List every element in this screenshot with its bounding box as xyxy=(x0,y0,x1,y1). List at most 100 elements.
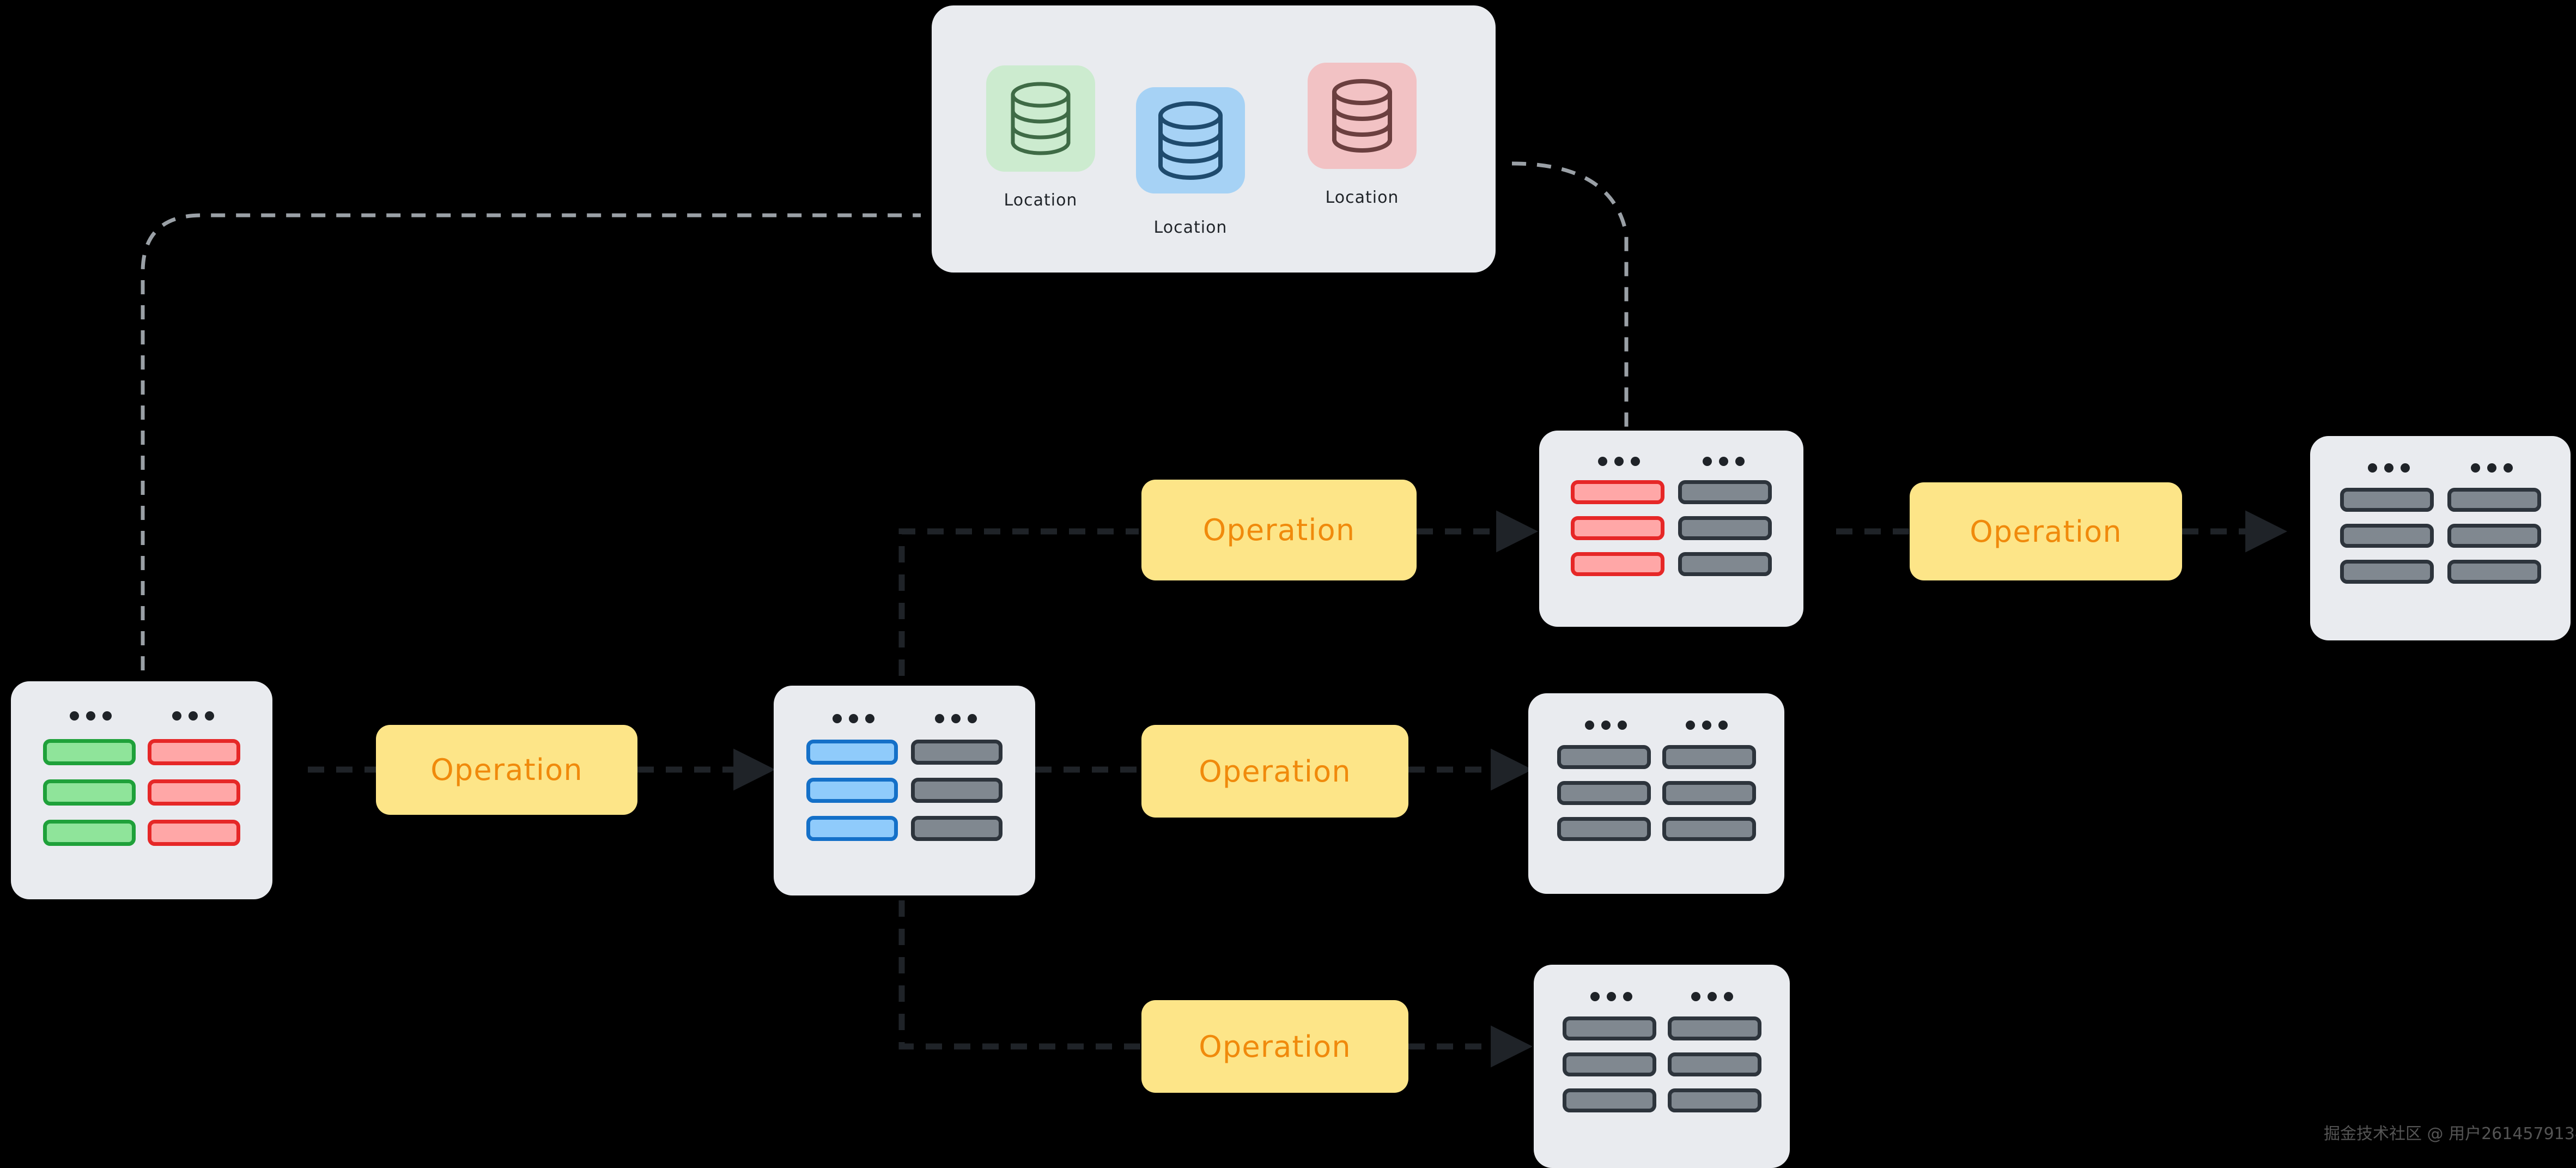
table-row[interactable] xyxy=(1562,1016,1656,1040)
database-blue-icon[interactable] xyxy=(1136,87,1245,193)
table-row[interactable] xyxy=(43,779,136,806)
table-row[interactable] xyxy=(2340,524,2434,548)
column-blue xyxy=(806,740,898,841)
column-ellipsis-icon xyxy=(1691,992,1733,1001)
column-gray xyxy=(1562,1016,1656,1112)
table-body xyxy=(1534,1001,1790,1112)
table-row[interactable] xyxy=(806,778,898,803)
table-body xyxy=(11,721,272,846)
column-header-row xyxy=(774,714,1035,723)
column-gray xyxy=(2447,488,2541,584)
operation-box-4[interactable]: Operation xyxy=(1141,1000,1408,1093)
database-pink-icon[interactable] xyxy=(1308,63,1417,169)
column-gray xyxy=(1678,480,1772,576)
operation-label: Operation xyxy=(1199,1029,1351,1064)
database-green-icon[interactable] xyxy=(986,65,1095,172)
table-row[interactable] xyxy=(1667,1088,1761,1112)
table-row[interactable] xyxy=(911,740,1003,765)
column-ellipsis-icon xyxy=(2471,463,2513,473)
column-ellipsis-icon xyxy=(1686,721,1728,730)
column-ellipsis-icon xyxy=(1703,457,1745,466)
column-ellipsis-icon xyxy=(69,711,112,721)
table-row[interactable] xyxy=(148,820,240,846)
column-ellipsis-icon xyxy=(2368,463,2410,473)
table-row[interactable] xyxy=(2340,488,2434,512)
database-pink-label: Location xyxy=(1325,188,1399,207)
table-row[interactable] xyxy=(1662,817,1756,841)
column-green xyxy=(43,739,136,846)
table-row[interactable] xyxy=(911,778,1003,803)
column-gray xyxy=(1662,745,1756,841)
column-header-row xyxy=(1539,457,1803,466)
column-header-row xyxy=(2310,463,2571,473)
table-row[interactable] xyxy=(148,739,240,765)
table-row[interactable] xyxy=(1557,817,1651,841)
table-row[interactable] xyxy=(1667,1052,1761,1076)
column-gray xyxy=(1667,1016,1761,1112)
table-row[interactable] xyxy=(1662,781,1756,805)
source-table-node[interactable] xyxy=(11,681,272,899)
table-row[interactable] xyxy=(1557,781,1651,805)
column-ellipsis-icon xyxy=(934,714,977,723)
table-row[interactable] xyxy=(1557,745,1651,769)
column-gray xyxy=(2340,488,2434,584)
table-row[interactable] xyxy=(1662,745,1756,769)
table-row[interactable] xyxy=(43,739,136,765)
table-row[interactable] xyxy=(1678,516,1772,540)
table-row[interactable] xyxy=(1678,480,1772,504)
table-body xyxy=(774,723,1035,841)
table-row[interactable] xyxy=(806,740,898,765)
table-row[interactable] xyxy=(1562,1088,1656,1112)
table-row[interactable] xyxy=(2447,560,2541,584)
table-body xyxy=(1528,730,1784,841)
table-row[interactable] xyxy=(1667,1016,1761,1040)
operation-box-2[interactable]: Operation xyxy=(1141,480,1417,580)
column-header-row xyxy=(11,711,272,721)
table-row[interactable] xyxy=(43,820,136,846)
table-row[interactable] xyxy=(1571,480,1665,504)
table-row[interactable] xyxy=(1571,516,1665,540)
table-row[interactable] xyxy=(1562,1052,1656,1076)
wire-middle-branch-down xyxy=(898,872,1141,1050)
table-row[interactable] xyxy=(911,816,1003,841)
column-ellipsis-icon xyxy=(1585,721,1627,730)
column-gray xyxy=(911,740,1003,841)
table-row[interactable] xyxy=(148,779,240,806)
column-ellipsis-icon xyxy=(1590,992,1632,1001)
column-header-row xyxy=(1528,721,1784,730)
operation-box-5[interactable]: Operation xyxy=(1910,482,2182,580)
wire-middle-branch-up xyxy=(898,528,1139,676)
column-ellipsis-icon xyxy=(832,714,874,723)
operation-label: Operation xyxy=(430,753,583,787)
table-row[interactable] xyxy=(1571,552,1665,576)
location-panel[interactable]: Location Location xyxy=(932,5,1496,273)
table-row[interactable] xyxy=(2340,560,2434,584)
column-red xyxy=(1571,480,1665,576)
operation-label: Operation xyxy=(1970,514,2122,549)
branch-bottom-table-node[interactable] xyxy=(1534,965,1790,1168)
wire-location-to-branch-top xyxy=(1511,161,1629,431)
operation-label: Operation xyxy=(1202,513,1356,547)
database-blue-label: Location xyxy=(1153,218,1228,237)
branch-top-table-node[interactable] xyxy=(1539,431,1803,627)
table-row[interactable] xyxy=(2447,524,2541,548)
wire-source-to-location xyxy=(141,213,921,670)
table-row[interactable] xyxy=(806,816,898,841)
operation-label: Operation xyxy=(1199,754,1351,789)
column-ellipsis-icon xyxy=(172,711,214,721)
database-green-label: Location xyxy=(1004,191,1078,210)
branch-middle-table-node[interactable] xyxy=(1528,693,1784,894)
table-row[interactable] xyxy=(1678,552,1772,576)
table-row[interactable] xyxy=(2447,488,2541,512)
column-header-row xyxy=(1534,992,1790,1001)
operation-box-3[interactable]: Operation xyxy=(1141,725,1408,818)
column-gray xyxy=(1557,745,1651,841)
operation-box-1[interactable]: Operation xyxy=(376,725,637,815)
final-table-node[interactable] xyxy=(2310,436,2571,640)
column-ellipsis-icon xyxy=(1597,457,1640,466)
intermediate-table-node[interactable] xyxy=(774,686,1035,895)
table-body xyxy=(2310,473,2571,584)
watermark: 掘金技术社区 @ 用户261457913428 xyxy=(2324,1124,2576,1143)
